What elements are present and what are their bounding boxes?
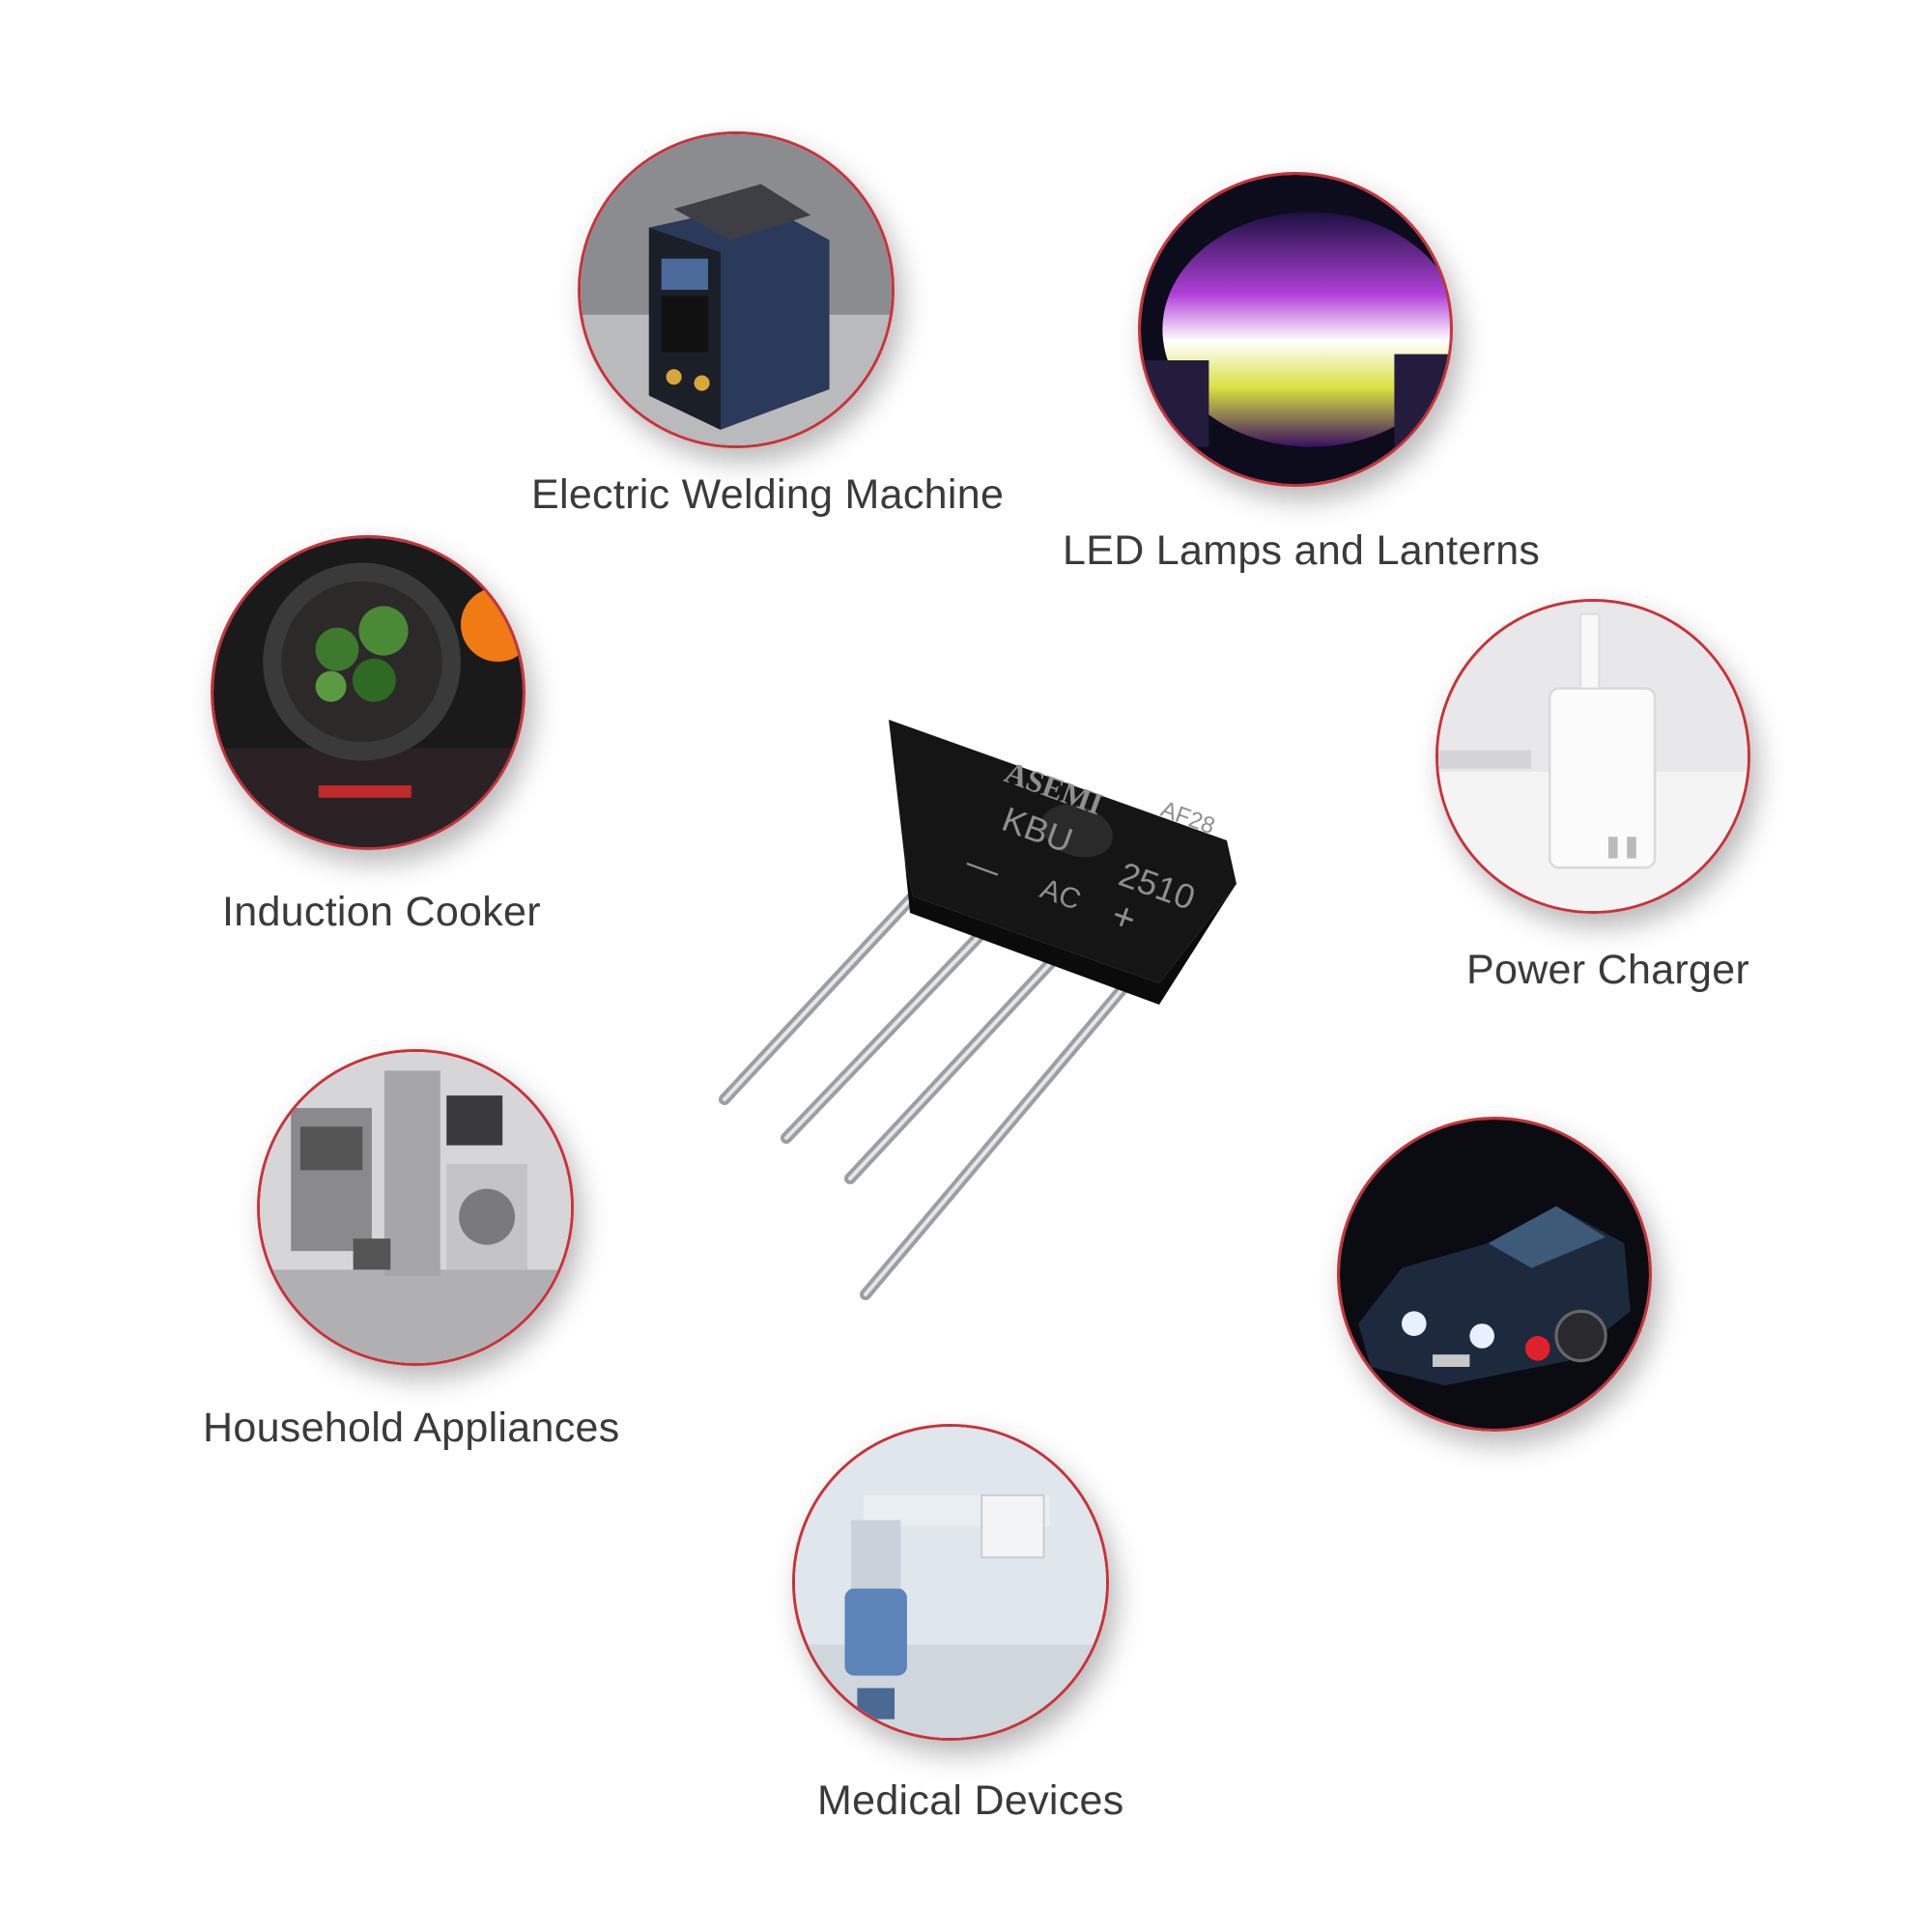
rectifier-pins	[719, 888, 1148, 1300]
rectifier-svg: ASEMI KBU 2510 AF28 — AC +	[719, 720, 1236, 1300]
bridge-rectifier-product: ASEMI KBU 2510 AF28 — AC +	[657, 715, 1275, 1314]
rectifier-body-side	[904, 855, 1236, 1005]
household-appliances-photo	[257, 1049, 574, 1366]
welding-machine-photo	[578, 131, 895, 448]
pin-4-highlight	[864, 964, 1144, 1296]
label-cooker: Induction Cooker	[222, 889, 541, 935]
power-charger-photo	[1435, 599, 1750, 914]
pin-3-highlight	[848, 940, 1072, 1180]
induction-cooker-photo	[211, 535, 526, 850]
car-photo	[1337, 1117, 1652, 1432]
label-welding: Electric Welding Machine	[531, 471, 1005, 518]
medical-devices-photo	[792, 1424, 1109, 1741]
led-lamps-photo	[1138, 172, 1453, 487]
label-led: LED Lamps and Lanterns	[1063, 527, 1541, 574]
label-household: Household Appliances	[203, 1405, 620, 1451]
label-medical: Medical Devices	[817, 1777, 1124, 1824]
label-charger: Power Charger	[1466, 947, 1750, 993]
pin-1-highlight	[723, 892, 918, 1101]
mounting-hole	[1040, 804, 1114, 858]
pin-2-highlight	[784, 916, 999, 1140]
